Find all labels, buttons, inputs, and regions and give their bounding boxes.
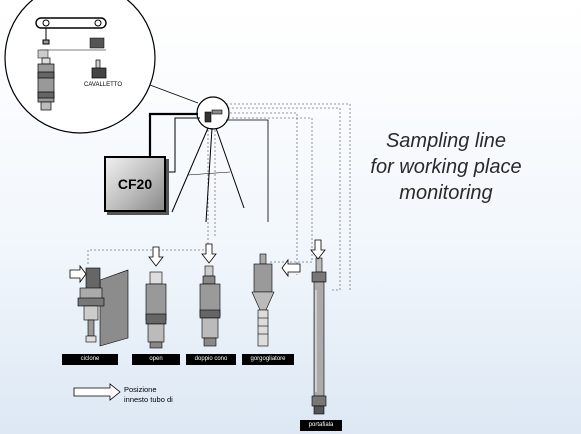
title-line-1: Sampling line (385, 130, 507, 152)
portafiala-inlet-arrow-icon (310, 239, 326, 260)
ciclone-head (77, 267, 129, 347)
doppio-cono-head (199, 265, 221, 347)
legend-line-1: Posizione (124, 385, 157, 394)
caption-ciclone: ciclone (62, 354, 118, 365)
signal-cable (162, 117, 200, 173)
title-line-2: for working place (370, 156, 522, 178)
inset-rail-assembly (35, 17, 107, 59)
inset-zoom-circle (4, 0, 156, 134)
cf20-label: CF20 (117, 176, 153, 192)
open-head (145, 271, 167, 349)
sampling-point-head (204, 109, 223, 123)
legend-arrow-icon (73, 383, 121, 401)
caption-portafiala: portafiala (300, 420, 342, 431)
inset-connector-line (149, 84, 199, 104)
title-line-3: monitoring (399, 182, 493, 204)
return-line (226, 119, 269, 222)
caption-gorgogliatore: gorgogliatore (242, 354, 294, 365)
inset-stand-label: CAVALLETTO (84, 82, 123, 88)
legend-line-2: innesto tubo di (124, 395, 173, 404)
gorgogliatore-head (251, 253, 275, 347)
doppio-cono-inlet-arrow-icon (201, 243, 217, 264)
power-cable (148, 112, 198, 158)
tripod (171, 127, 245, 223)
inset-cylinder-head (37, 57, 55, 111)
portafiala-head (311, 257, 327, 415)
gorgogliatore-inlet-arrow-icon (281, 258, 301, 278)
inset-stand (91, 59, 107, 79)
open-inlet-arrow-icon (148, 246, 164, 267)
caption-open: open (132, 354, 180, 365)
ciclone-inlet-arrow-icon (69, 264, 87, 284)
cf20-unit: CF20 (104, 156, 166, 212)
caption-doppio-cono: doppio cono (186, 354, 236, 365)
